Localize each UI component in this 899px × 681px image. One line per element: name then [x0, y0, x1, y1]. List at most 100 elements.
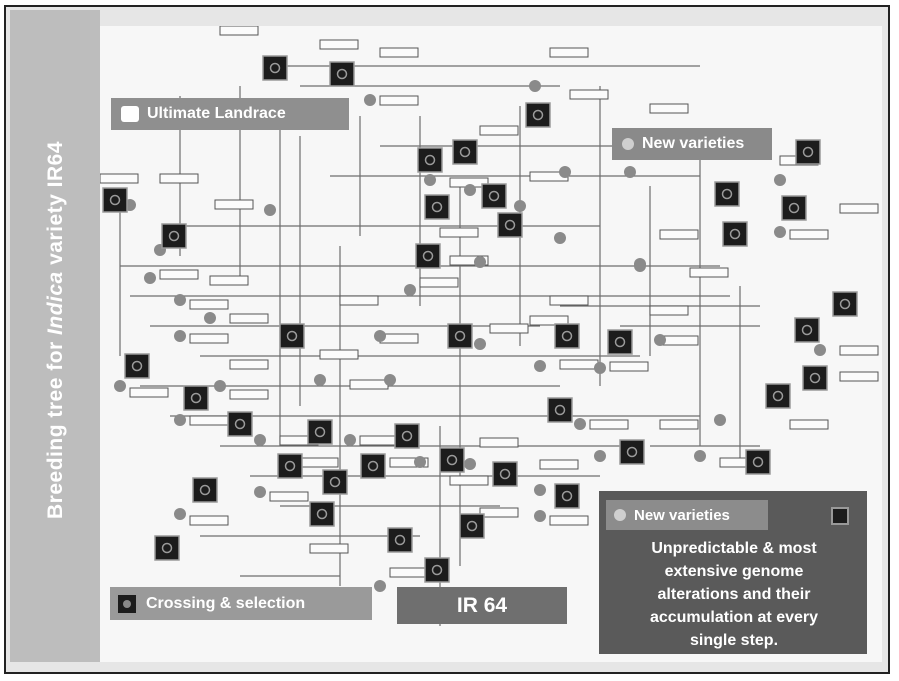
- variety-dot: [624, 166, 636, 178]
- variety-dot: [374, 330, 386, 342]
- variety-dot: [559, 166, 571, 178]
- crossing-node-mark: [788, 202, 800, 214]
- variety-dot: [404, 284, 416, 296]
- pedigree-label-box: [649, 103, 689, 114]
- pedigree-label-box: [529, 315, 569, 326]
- pedigree-label-box: [569, 89, 609, 100]
- pedigree-label-box: [479, 437, 519, 448]
- variety-dot: [174, 294, 186, 306]
- variety-dot: [529, 80, 541, 92]
- crossing-node: [439, 447, 465, 473]
- crossing-node-mark: [554, 404, 566, 416]
- variety-dot: [594, 362, 606, 374]
- pedigree-label-box: [189, 333, 229, 344]
- crossing-node-mark: [316, 508, 328, 520]
- crossing-node: [394, 423, 420, 449]
- crossing-node-mark: [721, 188, 733, 200]
- crossing-node-mark: [801, 324, 813, 336]
- crossing-node-mark: [466, 520, 478, 532]
- variety-dot: [254, 486, 266, 498]
- pedigree-label-box: [839, 345, 879, 356]
- pedigree-label-box: [589, 419, 629, 430]
- crossing-node: [832, 291, 858, 317]
- pedigree-label-box: [419, 277, 459, 288]
- pedigree-label-box: [299, 457, 339, 468]
- crossing-node-mark: [199, 484, 211, 496]
- variety-dot-icon: [614, 509, 626, 521]
- variety-dot: [264, 204, 276, 216]
- variety-dot: [214, 380, 226, 392]
- crossing-node: [279, 323, 305, 349]
- crossing-node: [452, 139, 478, 165]
- ir64-label: IR 64: [397, 587, 567, 624]
- variety-dot: [774, 174, 786, 186]
- crossing-node: [554, 323, 580, 349]
- pedigree-label-box: [129, 387, 169, 398]
- crossing-node-mark: [109, 194, 121, 206]
- pedigree-label-box: [549, 295, 589, 306]
- crossing-node-mark: [454, 330, 466, 342]
- crossing-node: [554, 483, 580, 509]
- crossing-node-mark: [504, 219, 516, 231]
- crossing-node-mark: [446, 454, 458, 466]
- crossing-node: [619, 439, 645, 465]
- crossing-node: [525, 102, 551, 128]
- crossing-node-mark: [286, 330, 298, 342]
- crossing-node-mark: [729, 228, 741, 240]
- crossing-node-mark: [234, 418, 246, 430]
- pedigree-label-box: [659, 229, 699, 240]
- crossing-node: [154, 535, 180, 561]
- pedigree-label-box: [839, 203, 879, 214]
- pedigree-label-box: [379, 47, 419, 58]
- pedigree-label-box: [839, 371, 879, 382]
- crossing-node: [102, 187, 128, 213]
- pedigree-label-box: [479, 125, 519, 136]
- crossing-node: [387, 527, 413, 553]
- crossing-node: [124, 353, 150, 379]
- breeding-tree: [100, 26, 879, 626]
- variety-dot: [424, 174, 436, 186]
- crossing-node: [262, 55, 288, 81]
- pedigree-label-box: [549, 515, 589, 526]
- pedigree-label-box: [189, 415, 229, 426]
- crossing-node: [459, 513, 485, 539]
- pedigree-label-box: [159, 269, 199, 280]
- crossing-node-mark: [314, 426, 326, 438]
- variety-dot: [174, 330, 186, 342]
- crossing-node: [227, 411, 253, 437]
- pedigree-label-box: [539, 459, 579, 470]
- crossing-node-mark: [431, 201, 443, 213]
- variety-dot: [374, 580, 386, 592]
- pedigree-label-box: [389, 567, 429, 578]
- pedigree-label-box: [229, 313, 269, 324]
- crossing-node-mark: [168, 230, 180, 242]
- pedigree-label-box: [359, 435, 399, 446]
- pedigree-label-box: [214, 199, 254, 210]
- variety-dot: [774, 226, 786, 238]
- crossing-node-mark: [329, 476, 341, 488]
- pedigree-label-box: [189, 299, 229, 310]
- crossing-node: [329, 61, 355, 87]
- variety-dot: [814, 344, 826, 356]
- crossing-selection-label: Crossing & selection: [110, 587, 372, 620]
- crossing-node: [795, 139, 821, 165]
- crossing-node: [481, 183, 507, 209]
- pedigree-label-box: [659, 419, 699, 430]
- crossing-node-mark: [532, 109, 544, 121]
- variety-dot: [144, 272, 156, 284]
- crossing-node: [307, 419, 333, 445]
- crossing-node-mark: [424, 154, 436, 166]
- ultimate-landrace-label: Ultimate Landrace: [111, 98, 349, 130]
- crossing-node: [794, 317, 820, 343]
- crossing-node: [447, 323, 473, 349]
- crossing-node-mark: [561, 490, 573, 502]
- variety-dot: [634, 260, 646, 272]
- crossing-node: [277, 453, 303, 479]
- crossing-node-mark: [190, 392, 202, 404]
- pedigree-label-box: [449, 475, 489, 486]
- crossing-node-mark: [752, 456, 764, 468]
- crossing-node-mark: [499, 468, 511, 480]
- crossing-node: [745, 449, 771, 475]
- variety-dot-icon: [622, 138, 634, 150]
- pedigree-label-box: [319, 349, 359, 360]
